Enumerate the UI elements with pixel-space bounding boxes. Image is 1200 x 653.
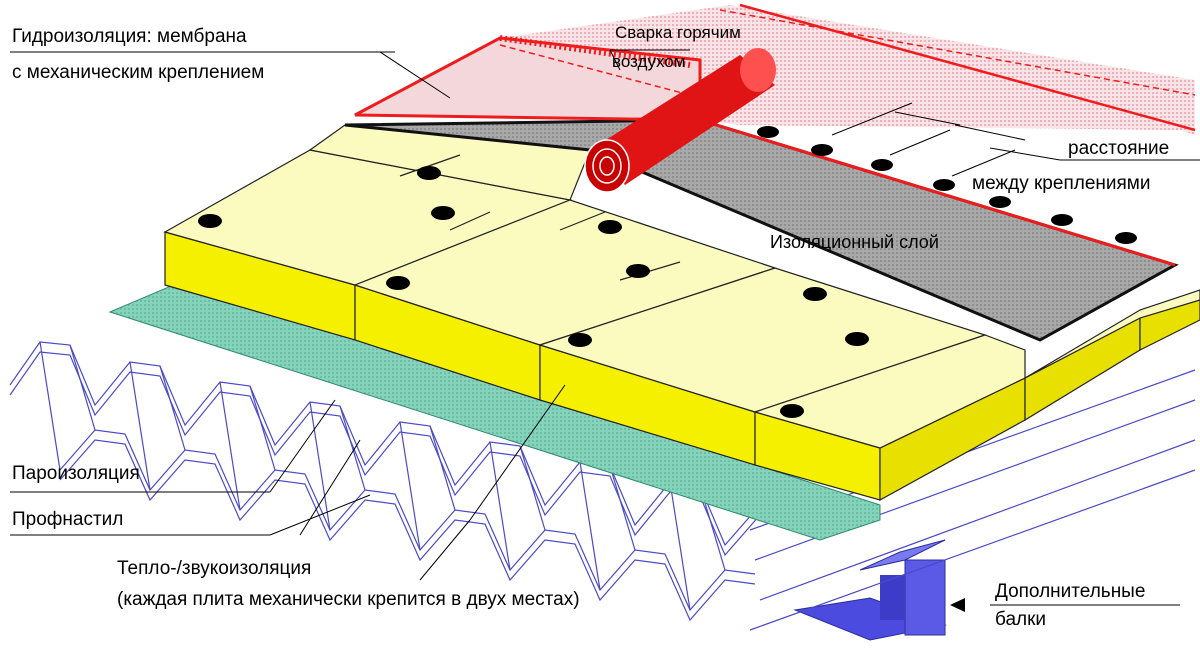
label-beams-1: Дополнительные — [995, 581, 1146, 602]
insulation-boards — [163, 124, 1200, 502]
support-beam — [793, 539, 947, 641]
label-insulation-layer: Изоляционный слой — [770, 232, 939, 252]
fasteners — [198, 126, 1137, 418]
dimension-lines — [831, 102, 1026, 177]
label-distance-2: между креплениями — [972, 173, 1151, 194]
membrane-roll — [584, 48, 776, 193]
label-thermal-2: (каждая плита механически крепится в дву… — [117, 589, 580, 610]
profiled-deck — [9, 341, 1196, 631]
label-waterproofing-2: с механическим креплением — [12, 62, 265, 83]
label-hot-air-2: воздухом — [612, 52, 686, 71]
label-thermal-1: Тепло-/звукоизоляция — [117, 558, 312, 579]
label-profiled-sheet: Профнастил — [12, 509, 124, 530]
beam-arrow — [950, 598, 965, 612]
label-vapor-barrier: Пароизоляция — [12, 463, 140, 484]
leader-lines — [10, 49, 1200, 606]
label-distance-1: расстояние — [1068, 138, 1170, 159]
label-beams-2: балки — [995, 609, 1047, 630]
label-waterproofing-1: Гидроизоляция: мембрана — [12, 26, 247, 47]
label-hot-air-1: Сварка горячим — [615, 23, 741, 42]
